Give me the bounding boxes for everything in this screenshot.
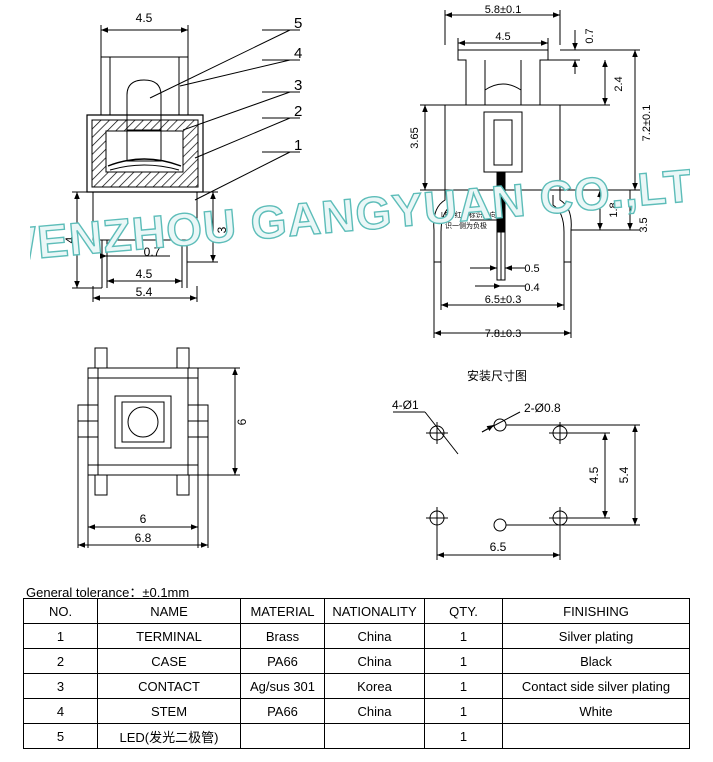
header-qty: QTY. bbox=[424, 598, 503, 624]
header-nationality: NATIONALITY bbox=[324, 598, 425, 624]
callout-4: 4 bbox=[294, 45, 302, 62]
cell-material bbox=[240, 723, 325, 749]
table-row: 2 CASE PA66 China 1 Black bbox=[23, 648, 690, 674]
cell-material: Ag/sus 301 bbox=[240, 673, 325, 699]
dim-total-height: 7.2±0.1 bbox=[641, 105, 653, 142]
dim-footprint-outer-height: 5.4 bbox=[617, 466, 631, 483]
table-header-row: NO. NAME MATERIAL NATIONALITY QTY. FINIS… bbox=[23, 598, 690, 624]
table-row: 4 STEM PA66 China 1 White bbox=[23, 698, 690, 724]
dim-pin-span: 6.5±0.3 bbox=[485, 294, 522, 306]
cell-nationality: Korea bbox=[324, 673, 425, 699]
footprint-labels: 安装尺寸图 4-Ø1 2-Ø0.8 4.5 5.4 6.5 bbox=[392, 368, 631, 554]
hole-label-small: 2-Ø0.8 bbox=[524, 401, 561, 415]
dim-pin-thickness: 0.4 bbox=[524, 282, 539, 294]
dim-lead: 0.7 bbox=[144, 245, 161, 259]
cell-finishing: White bbox=[502, 698, 690, 724]
callout-5: 5 bbox=[294, 15, 302, 32]
cell-qty: 1 bbox=[424, 648, 503, 674]
cell-name: STEM bbox=[97, 698, 241, 724]
front-view bbox=[420, 10, 640, 338]
parts-table: NO. NAME MATERIAL NATIONALITY QTY. FINIS… bbox=[23, 598, 690, 749]
cell-name: LED(发光二极管) bbox=[97, 723, 241, 749]
cell-finishing: Contact side silver plating bbox=[502, 673, 690, 699]
cell-material: PA66 bbox=[240, 648, 325, 674]
technical-drawing: 4.5 4 3 0.7 4.5 5.4 5 4 3 2 1 bbox=[63, 4, 653, 560]
dim-top-height: 6 bbox=[235, 418, 249, 425]
cell-name: CONTACT bbox=[97, 673, 241, 699]
top-view bbox=[77, 347, 240, 548]
general-tolerance: General tolerance：±0.1mm bbox=[26, 585, 190, 600]
table-row: 1 TERMINAL Brass China 1 Silver plating bbox=[23, 623, 690, 649]
led-note-line2: 识一侧为负极 bbox=[445, 221, 487, 230]
cell-finishing bbox=[502, 723, 690, 749]
dim-top-width: 4.5 bbox=[136, 11, 153, 25]
dim-left-height: 4 bbox=[63, 236, 77, 243]
header-finishing: FINISHING bbox=[502, 598, 690, 624]
cell-finishing: Silver plating bbox=[502, 623, 690, 649]
dim-footprint-width: 6.5 bbox=[490, 540, 507, 554]
dim-body-height: 3.65 bbox=[409, 127, 421, 148]
header-name: NAME bbox=[97, 598, 241, 624]
callout-3: 3 bbox=[294, 77, 302, 94]
table-row: 5 LED(发光二极管) 1 bbox=[23, 723, 690, 749]
dim-base-outer: 5.4 bbox=[136, 285, 153, 299]
header-no: NO. bbox=[23, 598, 98, 624]
dim-overall-width: 5.8±0.1 bbox=[485, 4, 522, 16]
cell-qty: 1 bbox=[424, 723, 503, 749]
hole-label-large: 4-Ø1 bbox=[392, 398, 419, 412]
dim-right-height: 3 bbox=[215, 226, 229, 233]
cell-no: 3 bbox=[23, 673, 98, 699]
cell-material: Brass bbox=[240, 623, 325, 649]
dim-base-inner: 4.5 bbox=[136, 267, 153, 281]
side-view bbox=[72, 25, 300, 302]
dim-pin-width: 0.5 bbox=[524, 263, 539, 275]
cell-nationality: China bbox=[324, 623, 425, 649]
table-row: 3 CONTACT Ag/sus 301 Korea 1 Contact sid… bbox=[23, 673, 690, 699]
cell-qty: 1 bbox=[424, 698, 503, 724]
cell-finishing: Black bbox=[502, 648, 690, 674]
cell-no: 2 bbox=[23, 648, 98, 674]
footprint bbox=[393, 411, 640, 560]
dim-footprint-inner-height: 4.5 bbox=[587, 466, 601, 483]
cell-nationality: China bbox=[324, 698, 425, 724]
dim-top-inner-width: 6 bbox=[140, 512, 147, 526]
top-view-labels: 6 6 6.8 bbox=[135, 418, 249, 545]
footprint-title: 安装尺寸图 bbox=[467, 368, 527, 383]
cell-qty: 1 bbox=[424, 673, 503, 699]
dim-cap-height: 2.4 bbox=[613, 76, 625, 91]
cell-no: 4 bbox=[23, 698, 98, 724]
callout-1: 1 bbox=[294, 137, 302, 154]
cell-qty: 1 bbox=[424, 623, 503, 649]
cell-name: TERMINAL bbox=[97, 623, 241, 649]
cell-no: 5 bbox=[23, 723, 98, 749]
side-view-labels: 4.5 4 3 0.7 4.5 5.4 5 4 3 2 1 bbox=[63, 11, 302, 299]
dim-top-outer-width: 6.8 bbox=[135, 531, 152, 545]
led-note-line1: LED红色标识方向 bbox=[441, 210, 497, 219]
dim-cap-offset: 0.7 bbox=[584, 28, 596, 43]
front-view-labels: 5.8±0.1 4.5 0.7 2.4 7.2±0.1 3.65 1.8 3.5… bbox=[409, 4, 653, 340]
header-material: MATERIAL bbox=[240, 598, 325, 624]
cell-material: PA66 bbox=[240, 698, 325, 724]
dim-overall-span: 7.8±0.3 bbox=[485, 328, 522, 340]
callout-2: 2 bbox=[294, 103, 302, 120]
cell-name: CASE bbox=[97, 648, 241, 674]
cell-no: 1 bbox=[23, 623, 98, 649]
cell-nationality: China bbox=[324, 648, 425, 674]
dim-inner-width: 4.5 bbox=[495, 31, 510, 43]
dim-lead-drop: 1.8 bbox=[608, 202, 620, 217]
cell-nationality bbox=[324, 723, 425, 749]
dim-lead-len: 3.5 bbox=[638, 217, 650, 232]
